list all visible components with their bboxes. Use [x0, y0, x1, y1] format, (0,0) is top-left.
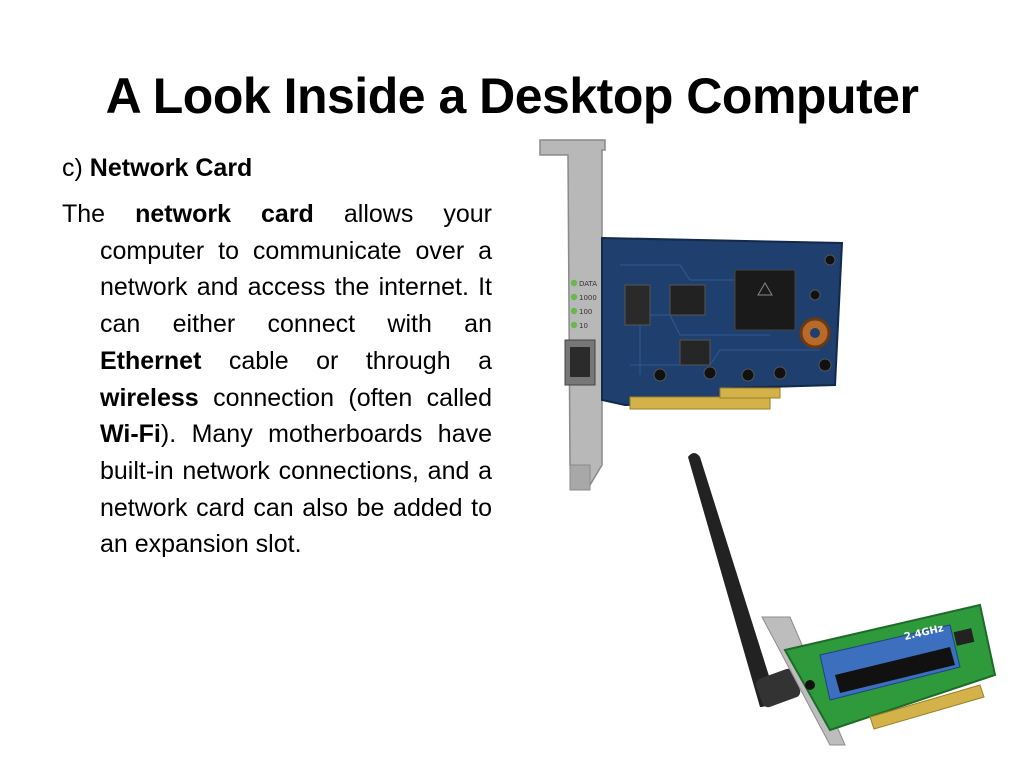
led-icon	[570, 307, 578, 315]
led-indicators: DATA 1000 100 10	[570, 279, 597, 330]
body-paragraph: The network card allows your computer to…	[62, 196, 492, 563]
para-text-5: ). Many motherboards have built-in netwo…	[100, 420, 492, 559]
para-text-3: cable or through a	[201, 346, 492, 375]
section-heading: c) Network Card	[62, 152, 252, 184]
led-label: DATA	[579, 280, 597, 288]
para-bold-wifi: Wi-Fi	[100, 420, 161, 449]
led-label: 100	[579, 308, 592, 316]
wireless-pci-connector	[869, 684, 985, 730]
para-text-1: The	[62, 200, 136, 228]
wired-network-card-image: DATA 1000 100 10	[539, 139, 844, 491]
led-icon	[570, 321, 578, 329]
wireless-network-card-image: 2.4GHz	[688, 453, 997, 746]
section-heading-prefix: c)	[62, 154, 90, 182]
antenna-icon	[688, 453, 775, 707]
controller-chip-icon	[734, 269, 796, 331]
para-bold-network-card: network card	[135, 200, 314, 228]
para-text-4: connection (often called	[198, 383, 492, 412]
para-bold-wireless: wireless	[100, 383, 199, 412]
section-heading-label: Network Card	[89, 154, 253, 182]
pci-connector	[629, 387, 781, 410]
bracket-tab	[569, 464, 591, 491]
para-bold-ethernet: Ethernet	[100, 346, 202, 375]
para-text-2: allows your computer to communicate over…	[100, 200, 493, 339]
led-label: 1000	[579, 294, 597, 302]
led-label: 10	[579, 322, 588, 330]
led-icon	[570, 293, 578, 301]
slide-title: A Look Inside a Desktop Computer	[105, 68, 919, 124]
led-icon	[570, 279, 578, 287]
